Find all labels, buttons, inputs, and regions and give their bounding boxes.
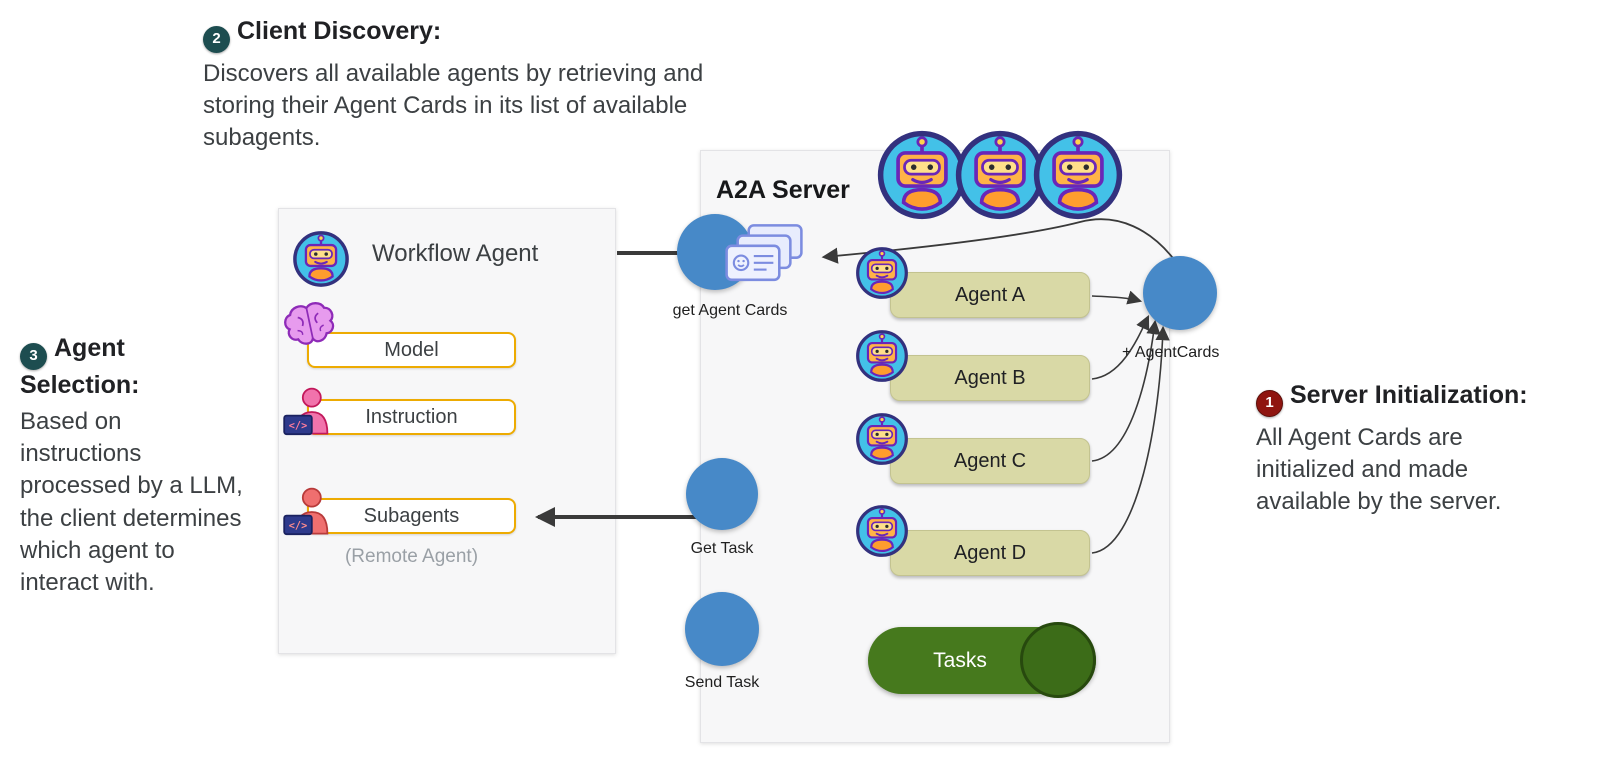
- annotation-title-text: Agent Selection:: [20, 334, 140, 399]
- person-laptop-icon: [277, 482, 337, 542]
- step-badge-3: 3: [20, 342, 47, 370]
- robot-icon: [855, 412, 909, 466]
- agent-a-pill: Agent A: [890, 272, 1090, 318]
- get-task-node: [686, 458, 758, 530]
- workflow-agent-title: Workflow Agent: [372, 240, 539, 267]
- instruction-box: Instruction: [307, 399, 516, 435]
- annotation-body: All Agent Cards are initialized and made…: [1256, 423, 1502, 516]
- subagents-box: Subagents: [307, 498, 516, 534]
- agent-b-pill: Agent B: [890, 355, 1090, 401]
- annotation-title-text: Client Discovery:: [237, 17, 442, 45]
- add-agent-cards-label: + AgentCards: [1122, 344, 1220, 361]
- step-badge-1: 1: [1256, 389, 1283, 417]
- annotation-body: Discovers all available agents by retrie…: [203, 59, 704, 152]
- send-task-node: [685, 592, 759, 666]
- step-badge-2: 2: [203, 25, 230, 53]
- a2a-server-title: A2A Server: [716, 176, 850, 204]
- robot-icon: [292, 230, 350, 288]
- robot-icon: [855, 329, 909, 383]
- agent-cards-icon: [720, 222, 808, 290]
- agent-c-pill: Agent C: [890, 438, 1090, 484]
- get-task-label: Get Task: [690, 540, 754, 557]
- person-laptop-icon: [277, 382, 337, 442]
- tasks-circle: [1020, 622, 1096, 698]
- send-task-label: Send Task: [684, 674, 760, 691]
- get-agent-cards-label: get Agent Cards: [672, 302, 788, 319]
- robot-head-icon: [1032, 129, 1124, 221]
- annotation-body: Based on instructions processed by a LLM…: [20, 408, 243, 596]
- brain-icon: [280, 296, 340, 354]
- agent-d-pill: Agent D: [890, 530, 1090, 576]
- model-box: Model: [307, 332, 516, 368]
- remote-agent-note: (Remote Agent): [344, 546, 479, 567]
- robot-icon: [855, 246, 909, 300]
- annotation-title-text: Server Initialization:: [1290, 381, 1528, 409]
- add-agent-cards-node: [1143, 256, 1217, 330]
- robot-icon: [855, 504, 909, 558]
